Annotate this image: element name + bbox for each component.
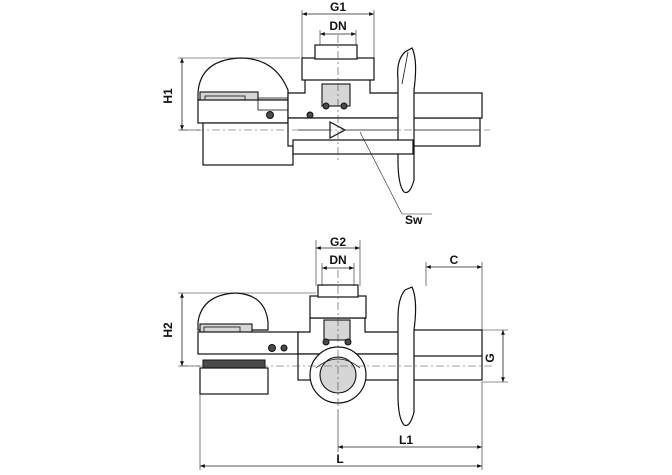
l-label: L (336, 452, 343, 466)
top-oring-left (322, 102, 330, 110)
bottom-lower-body (199, 367, 269, 395)
top-valve-drawing (180, 35, 490, 194)
g-label: G (483, 353, 497, 362)
bottom-flange (397, 286, 417, 427)
sw-leader-line (359, 131, 403, 215)
bottom-oring-left (322, 338, 330, 346)
top-dimensions: G1 DN H1 Sw (161, 0, 432, 227)
sw-label: Sw (405, 213, 423, 227)
top-fitting-thread (314, 44, 358, 60)
bottom-cartridge (323, 319, 351, 341)
top-flange (397, 47, 417, 194)
l1-label: L1 (399, 433, 413, 447)
bottom-dimensions: G2 DN C H2 G L1 L (161, 235, 508, 470)
top-lower-pipe (292, 139, 414, 155)
bottom-valve-drawing (180, 270, 495, 427)
dn-top-label: DN (329, 19, 346, 33)
c-label: C (450, 253, 459, 267)
top-oring-right (340, 102, 348, 110)
bottom-outlet-arc (315, 358, 361, 369)
g2-label: G2 (330, 235, 346, 249)
top-lower-body (202, 122, 294, 166)
top-oring-body (306, 111, 314, 119)
top-cartridge (321, 83, 351, 107)
g1-label: G1 (330, 0, 346, 14)
dn-bottom-label: DN (329, 253, 346, 267)
top-oring-stem (266, 111, 274, 119)
bottom-oring-body (280, 344, 288, 352)
h1-label: H1 (161, 88, 175, 104)
top-stem-housing (197, 99, 289, 124)
h2-label: H2 (161, 322, 175, 338)
bottom-oring-stem (268, 344, 276, 352)
bottom-knob-cap (197, 292, 269, 331)
top-flange-edge (401, 51, 409, 85)
bottom-oring-right (344, 338, 352, 346)
